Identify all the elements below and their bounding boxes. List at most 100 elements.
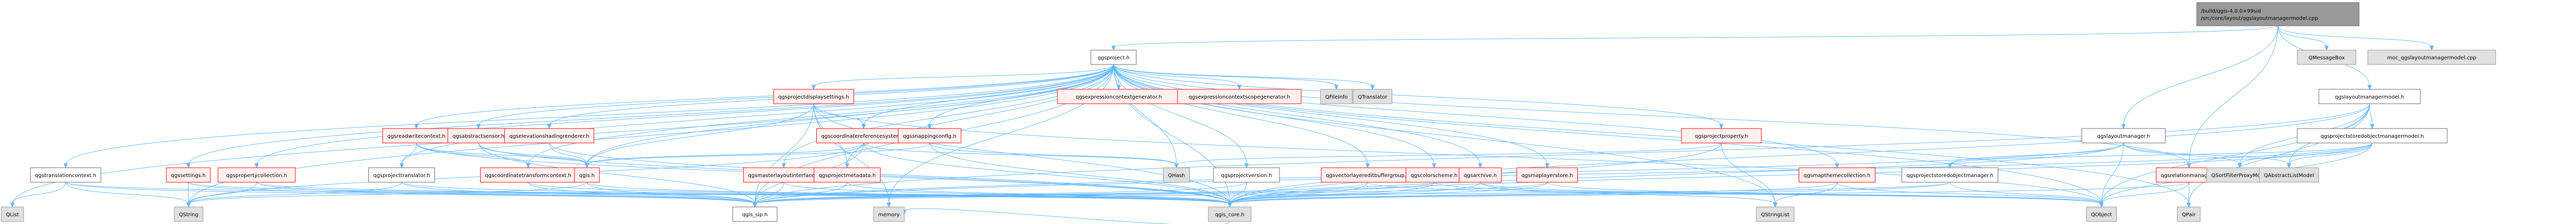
edge-arrowhead [1478, 163, 1483, 169]
edge-arrowhead [1719, 124, 1724, 130]
node-label: qgsabstractsensor.h [452, 134, 504, 139]
node-qgsvectorlayereditbuffergroup-h[interactable]: qgsvectorlayereditbuffergroup.h [1321, 167, 1415, 183]
node-qgsprojecttranslator-h[interactable]: qgsprojecttranslator.h [368, 167, 435, 183]
node-qgsabstractsensor-h[interactable]: qgsabstractsensor.h [447, 128, 510, 143]
edge-qgsmasterlayoutinterface_h-to-qgis_sip_h [754, 182, 784, 204]
edge-qgsmapthemecollection_h-to-qstringlist [1775, 182, 1838, 204]
edge-qgis_core_h-to-memory [904, 208, 1230, 224]
node-box [504, 128, 595, 143]
node-qfileinfo: QFileInfo [1320, 89, 1353, 104]
node-label: QTranslator [1358, 94, 1388, 100]
node-label: qgsmaplayerstore.h [1521, 173, 1573, 179]
node-label: QSortFilterProxyModel [2211, 173, 2268, 179]
node-qgsmaplayerstore-h[interactable]: qgsmaplayerstore.h [1516, 167, 1578, 183]
node-box [1353, 89, 1392, 104]
node-label: qgsmasterlayoutinterface.h [748, 173, 820, 179]
edge-qgsproject_h-to-qgsprojecttranslator_h [401, 64, 1114, 165]
node-qgscoordinatereferencesystem-h[interactable]: qgscoordinatereferencesystem.h [816, 128, 911, 143]
node-label: qgsprojectversion.h [1221, 173, 1272, 179]
node-qgsprojectmetadata-h[interactable]: qgsprojectmetadata.h [814, 167, 881, 183]
node-box [1516, 167, 1578, 183]
edge-qgstranslationcontext_h-to-qstring [65, 182, 189, 204]
edge-arrowhead [886, 202, 891, 208]
node-qgsproject-h[interactable]: qgsproject.h [1090, 50, 1137, 65]
node-box [873, 206, 905, 222]
node-label: qgslayoutmanager.h [2097, 134, 2150, 139]
edge-arrowhead [186, 202, 191, 208]
node-box [2081, 128, 2166, 143]
node-qgsexpressioncontextscopegenerator-h[interactable]: qgsexpressioncontextscopegenerator.h [1177, 89, 1302, 104]
node-qgsexpressioncontextgenerator-h[interactable]: qgsexpressioncontextgenerator.h [1057, 89, 1181, 104]
edge-root-to-qgsproject_h [1113, 25, 2278, 47]
node-qgsprojectversion-h[interactable]: qgsprojectversion.h [1213, 167, 1280, 183]
edge-arrowhead [1545, 163, 1550, 169]
edge-root-to-qgsrelationmanager_h [2188, 25, 2278, 165]
node-qabstractlistmodel: QAbstractListModel [2259, 167, 2319, 183]
node-box [174, 206, 204, 222]
edge-qgsproject_h-to-qgstranslationcontext_h [65, 64, 1114, 165]
edge-arrowhead [1174, 163, 1179, 169]
edge-qgssnappingconfig_h-to-qhash [929, 142, 1177, 165]
edge-qgscolorscheme_h-to-qgis_core_h [1230, 182, 1435, 204]
edge-qgssnappingconfig_h-to-qgis_core_h [929, 142, 1230, 204]
node-qgspropertycollection-h[interactable]: qgspropertycollection.h [217, 167, 296, 183]
node-qgis-core-h: qgis_core.h [1208, 206, 1252, 222]
node-label: QPair [2182, 212, 2196, 218]
edge-arrowhead [1111, 45, 1116, 51]
node-qgslayoutmanagermodel-h[interactable]: qgslayoutmanagermodel.h [2318, 89, 2421, 104]
node-qgsprojectproperty-h[interactable]: qgsprojectproperty.h [1681, 128, 1762, 143]
edge-qgsvectorlayereditbuffergroup_h-to-qobject [1367, 182, 2102, 204]
edge-qgslayoutmanager_h-to-qabstractlistmodel [2123, 142, 2289, 165]
edge-qgspropertycollection_h-to-qstring [188, 182, 257, 204]
edge-qgsproject_h-to-qgsvectorlayereditbuffergroup_h [1113, 64, 1368, 165]
edge-qgsprojectversion_h-to-qgis_core_h [1230, 182, 1247, 204]
node-qgsmapthemecollection-h[interactable]: qgsmapthemecollection.h [1798, 167, 1876, 183]
node-qgsprojectstoredobjectmanagermodel-h[interactable]: qgsprojectstoredobjectmanagermodel.h [2297, 128, 2448, 143]
edge-qgscoordinatereferencesystem_h-to-qgis_h [586, 142, 864, 165]
edge-arrowhead [2186, 202, 2191, 208]
edge-qgsprojecttranslator_h-to-qgis_sip_h [401, 182, 755, 204]
edge-arrowhead [2099, 202, 2104, 208]
node-qgis-h[interactable]: qgis.h [574, 167, 600, 183]
node-qgis-sip-h[interactable]: qgis_sip.h [732, 206, 778, 222]
node-qgslayoutmanager-h[interactable]: qgslayoutmanager.h [2081, 128, 2166, 143]
edge-qgsprojectmetadata_h-to-qgis_sip_h [754, 182, 848, 204]
node-box [1, 206, 24, 222]
edge-arrowhead [254, 163, 259, 169]
edge-qgssnappingconfig_h-to-qgis_h [586, 142, 930, 165]
edge-arrowhead [845, 163, 850, 169]
node-label: qgsprojectmetadata.h [819, 173, 876, 179]
node-box [2086, 206, 2117, 222]
node-qgsreadwritecontext-h[interactable]: qgsreadwritecontext.h [382, 128, 450, 143]
node-qgscoordinatetransformcontext-h[interactable]: qgscoordinatetransformcontext.h [480, 167, 577, 183]
edge-qgsprojectdisplaysettings_h-to-qgis_h [586, 103, 814, 165]
edge-arrowhead [2367, 85, 2372, 90]
node-box [574, 167, 600, 183]
node-qgselevationshadingrenderer-h[interactable]: qgselevationshadingrenderer.h [504, 128, 595, 143]
edge-qgsproject_h-to-qgsarchive_h [1113, 64, 1480, 165]
node-qgsarchive-h[interactable]: qgsarchive.h [1458, 167, 1502, 183]
edge-qgsprojectstoredobjectmanager_h-to-qgis_sip_h [754, 182, 1950, 204]
node-qmessagebox: QMessageBox [2297, 50, 2356, 65]
node-box [382, 128, 450, 143]
edge-qgsproject_h-to-qtranslator [1113, 64, 1373, 87]
node-qgsprojectdisplaysettings-h[interactable]: qgsprojectdisplaysettings.h [773, 89, 854, 104]
edge-qgsprojectdisplaysettings_h-to-memory [813, 103, 889, 204]
node-qgscolorscheme-h[interactable]: qgscolorscheme.h [1405, 167, 1463, 183]
node-label: qgsmapthemecollection.h [1804, 173, 1871, 179]
node-qgssettings-h[interactable]: qgssettings.h [166, 167, 211, 183]
edge-qgscoordinatereferencesystem_h-to-qhash [863, 142, 1177, 165]
node-box [732, 206, 778, 222]
edge-arrowhead [10, 202, 15, 208]
edge-qgsproject_h-to-qobject [1113, 64, 2102, 204]
node-label: qgsproject.h [1098, 55, 1130, 61]
node-qgsprojectstoredobjectmanager-h[interactable]: qgsprojectstoredobjectmanager.h [1901, 167, 1998, 183]
node-qgstranslationcontext-h[interactable]: qgstranslationcontext.h [30, 167, 102, 183]
node-qgssnappingconfig-h[interactable]: qgssnappingconfig.h [898, 128, 962, 143]
node-label: qgssnappingconfig.h [903, 134, 956, 139]
edge-qgsproject_h-to-qgssettings_h [188, 64, 1114, 165]
edge-qgsprojectversion_h-to-qgis_sip_h [754, 182, 1247, 204]
node-label: QFileInfo [1325, 94, 1348, 100]
node-qgsmasterlayoutinterface-h[interactable]: qgsmasterlayoutinterface.h [743, 167, 824, 183]
edge-arrowhead [2237, 163, 2242, 169]
